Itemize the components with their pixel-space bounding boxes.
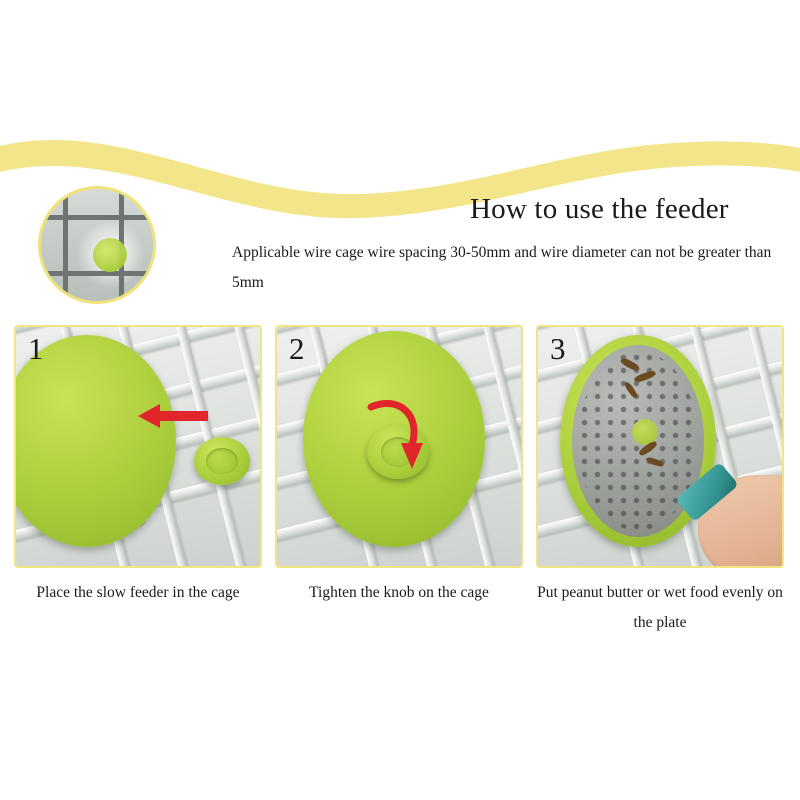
left-arrow-icon (138, 404, 208, 428)
captions-row: Place the slow feeder in the cage Tighte… (14, 578, 786, 638)
page-title: How to use the feeder (470, 193, 729, 225)
cage-wire-vertical (63, 189, 68, 301)
product-closeup-circle (38, 186, 156, 304)
step-number: 1 (28, 331, 44, 366)
slow-feeder-disc (16, 335, 176, 547)
step-caption-3: Put peanut butter or wet food evenly on … (537, 584, 783, 631)
cage-wire-horizontal (41, 215, 153, 220)
step-caption-1: Place the slow feeder in the cage (36, 584, 240, 601)
step-number: 3 (550, 331, 566, 366)
feeder-knob (194, 437, 250, 485)
step-panel-3: 3 (536, 325, 784, 568)
page-subtitle: Applicable wire cage wire spacing 30-50m… (232, 244, 772, 291)
step-panel-1: 1 (14, 325, 262, 568)
step-caption-2: Tighten the knob on the cage (309, 584, 489, 601)
curved-down-arrow-icon (367, 399, 423, 469)
closeup-photo (41, 189, 153, 301)
steps-panel-row: 1 (14, 325, 786, 568)
cage-wire-horizontal (41, 271, 153, 276)
step-panel-2: 2 (275, 325, 523, 568)
step-number: 2 (289, 331, 305, 366)
feeder-disc-closeup (92, 238, 127, 273)
